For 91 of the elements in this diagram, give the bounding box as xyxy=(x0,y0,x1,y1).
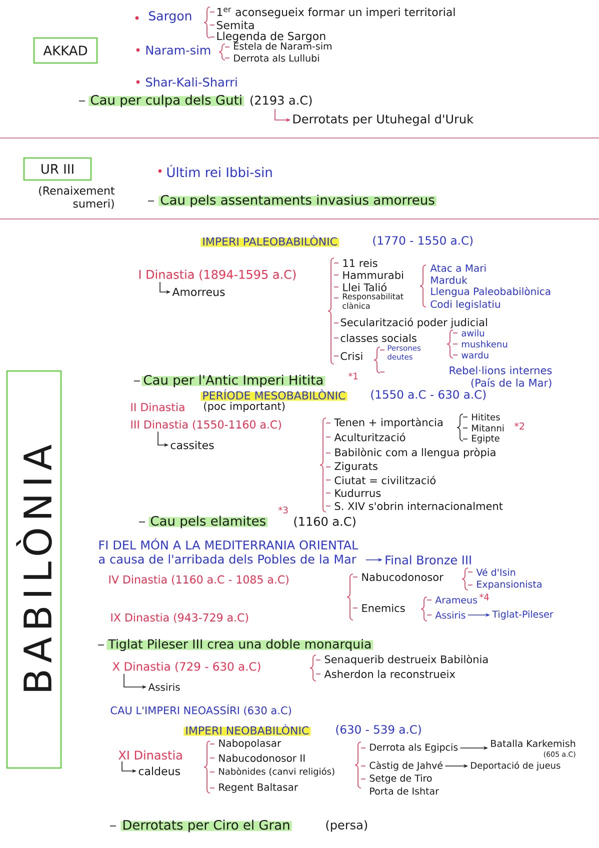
list-item: Vé d'Isin xyxy=(476,568,516,576)
dynasty-label: IV Dinastia (1160 a.C - 1085 a.C) xyxy=(109,575,288,585)
list-item: Hitites xyxy=(472,414,500,420)
king-name: Últim rei Ibbi-sin xyxy=(167,164,272,178)
list-item: Zigurats xyxy=(334,462,378,472)
date-range: (630 - 539 a.C) xyxy=(336,724,421,736)
king-name: Sargon xyxy=(149,11,192,23)
dynasty-label: IX Dinastia (943-729 a.C) xyxy=(111,613,248,623)
dynasty-label: XI Dinastia xyxy=(118,750,182,760)
footnote-mark: *3 xyxy=(278,506,288,514)
list-item: Derrota als Lullubi xyxy=(234,54,319,62)
list-item: classes socials xyxy=(340,334,416,342)
list-item: Marduk xyxy=(431,276,468,284)
list-item: Regent Baltasar xyxy=(219,783,298,793)
list-item: Derrota als Egipcis xyxy=(370,743,458,753)
note-text: Derrotats per Ciro el Gran xyxy=(120,820,292,832)
dynasty-label: II Dinastia xyxy=(131,402,184,412)
list-item: S. XIV s'obrin internacionalment xyxy=(334,502,503,510)
list-item: Assiris xyxy=(435,611,466,619)
people-label: caldeus xyxy=(138,766,180,776)
period-heading: IMPERI PALEOBABILÒNIC xyxy=(200,235,339,247)
list-item: Nabucodonosor II xyxy=(219,754,305,762)
caption-text: (Renaixement sumeri) xyxy=(39,186,115,209)
list-item: Càstig de Jahvé xyxy=(370,761,443,771)
list-item: Secularització poder judicial xyxy=(340,318,487,328)
period-heading: PERÍODE MESOBABILÒNIC xyxy=(200,389,348,401)
list-item: Semita xyxy=(216,20,254,30)
people-label: cassites xyxy=(170,440,214,450)
list-item: Expansionista xyxy=(477,580,542,590)
note-text: Derrotats per Utuhegal d'Uruk xyxy=(293,114,474,126)
people-label: Amorreus xyxy=(172,288,225,296)
list-item: Tenen + importància xyxy=(334,418,442,428)
note-text: (poc important) xyxy=(204,402,285,412)
list-item: Aculturització xyxy=(334,432,406,442)
list-item: Enemics xyxy=(362,604,405,612)
king-name: Naram-sim xyxy=(146,45,210,55)
list-item: Arameus xyxy=(435,596,478,604)
list-item: Nabònides (canvi religiós) xyxy=(219,767,334,777)
list-item: Responsabilitat clànica xyxy=(342,293,404,309)
note-text: CAU L'IMPERI NEOASSÍRI (630 a.C) xyxy=(110,704,291,716)
list-item: Babilònic com a llengua pròpia xyxy=(335,448,496,458)
list-item: 11 reis xyxy=(343,258,378,268)
footnote-mark: *1 xyxy=(348,372,358,380)
list-item: Kudurrus xyxy=(335,488,381,498)
list-item: Setge de Tiro xyxy=(370,774,432,784)
dynasty-label: III Dinastia (1550-1160 a.C) xyxy=(131,420,281,430)
list-item: Codi legislatiu xyxy=(430,300,500,310)
list-item: Nabopolasar xyxy=(219,739,282,749)
note-text: (persa) xyxy=(326,820,368,832)
list-item: Rebel·lions internes (País de la Mar) xyxy=(450,366,552,388)
note-text: Tiglat Pileser III crea una doble monarquia xyxy=(106,638,374,652)
list-item: Hammurabi xyxy=(343,270,403,280)
list-item: Crisi xyxy=(340,352,362,360)
note-text: Cau per l'Antic Imperi Hitita xyxy=(142,374,326,388)
list-item: Tiglat-Pileser xyxy=(492,610,554,620)
list-item: Llengua Paleobabilònica xyxy=(431,286,550,298)
list-item: wardu xyxy=(462,352,488,358)
list-item: Egipte xyxy=(472,434,500,444)
people-label: Assiris xyxy=(148,683,180,691)
date-range: (1550 a.C - 630 a.C) xyxy=(371,390,486,400)
list-item: Estela de Naram-sim xyxy=(234,42,332,50)
list-item: Atac a Mari xyxy=(430,264,486,272)
list-item: Llegenda de Sargon xyxy=(217,32,326,42)
list-item: Llei Talió xyxy=(343,282,386,292)
note-text: Cau per culpa dels Guti xyxy=(88,94,244,108)
note-text: Final Bronze III xyxy=(386,555,471,564)
date-text: (2193 a.C) xyxy=(250,96,312,106)
list-item: Batalla Karkemish xyxy=(491,740,576,748)
date-text: (1160 a.C) xyxy=(294,516,356,528)
date-range: (1770 - 1550 a.C) xyxy=(373,236,473,246)
list-item: Ciutat = civilització xyxy=(334,476,436,484)
footnote-mark: *4 xyxy=(479,594,489,600)
list-item: Asherdon la reconstrueix xyxy=(324,670,456,678)
list-item: Mitanni xyxy=(472,424,504,432)
list-item: awilu xyxy=(462,330,484,336)
list-item: Nabucodonosor xyxy=(362,572,444,582)
dynasty-label: I Dinastia (1894-1595 a.C) xyxy=(139,270,296,280)
list-item: mushkenu xyxy=(462,340,508,348)
list-item: Porta de Ishtar xyxy=(370,787,439,795)
list-item: 1$^{er}$ aconsegueix formar un imperi territorial xyxy=(217,8,455,18)
note-text: FI DEL MÓN A LA MEDITERRANIA ORIENTAL a causa de l'arribada dels Pobles de la Mar xyxy=(98,538,358,564)
title-box: BABILÒNIA xyxy=(6,370,62,769)
list-item: Senaquerib destrueix Babilònia xyxy=(324,654,488,666)
list-item: Deportació de jueus xyxy=(471,761,560,771)
period-heading: IMPERI NEOBABILÒNIC xyxy=(184,724,311,736)
dynasty-label: X Dinastia (729 - 630 a.C) xyxy=(112,662,260,672)
footnote-mark: *2 xyxy=(514,422,524,430)
title-box: UR III xyxy=(23,157,92,181)
note-text: Cau pels elamites xyxy=(148,516,268,528)
title-box: AKKAD xyxy=(33,37,98,64)
note-text: Cau pels assentaments invasius amorreus xyxy=(158,194,436,208)
